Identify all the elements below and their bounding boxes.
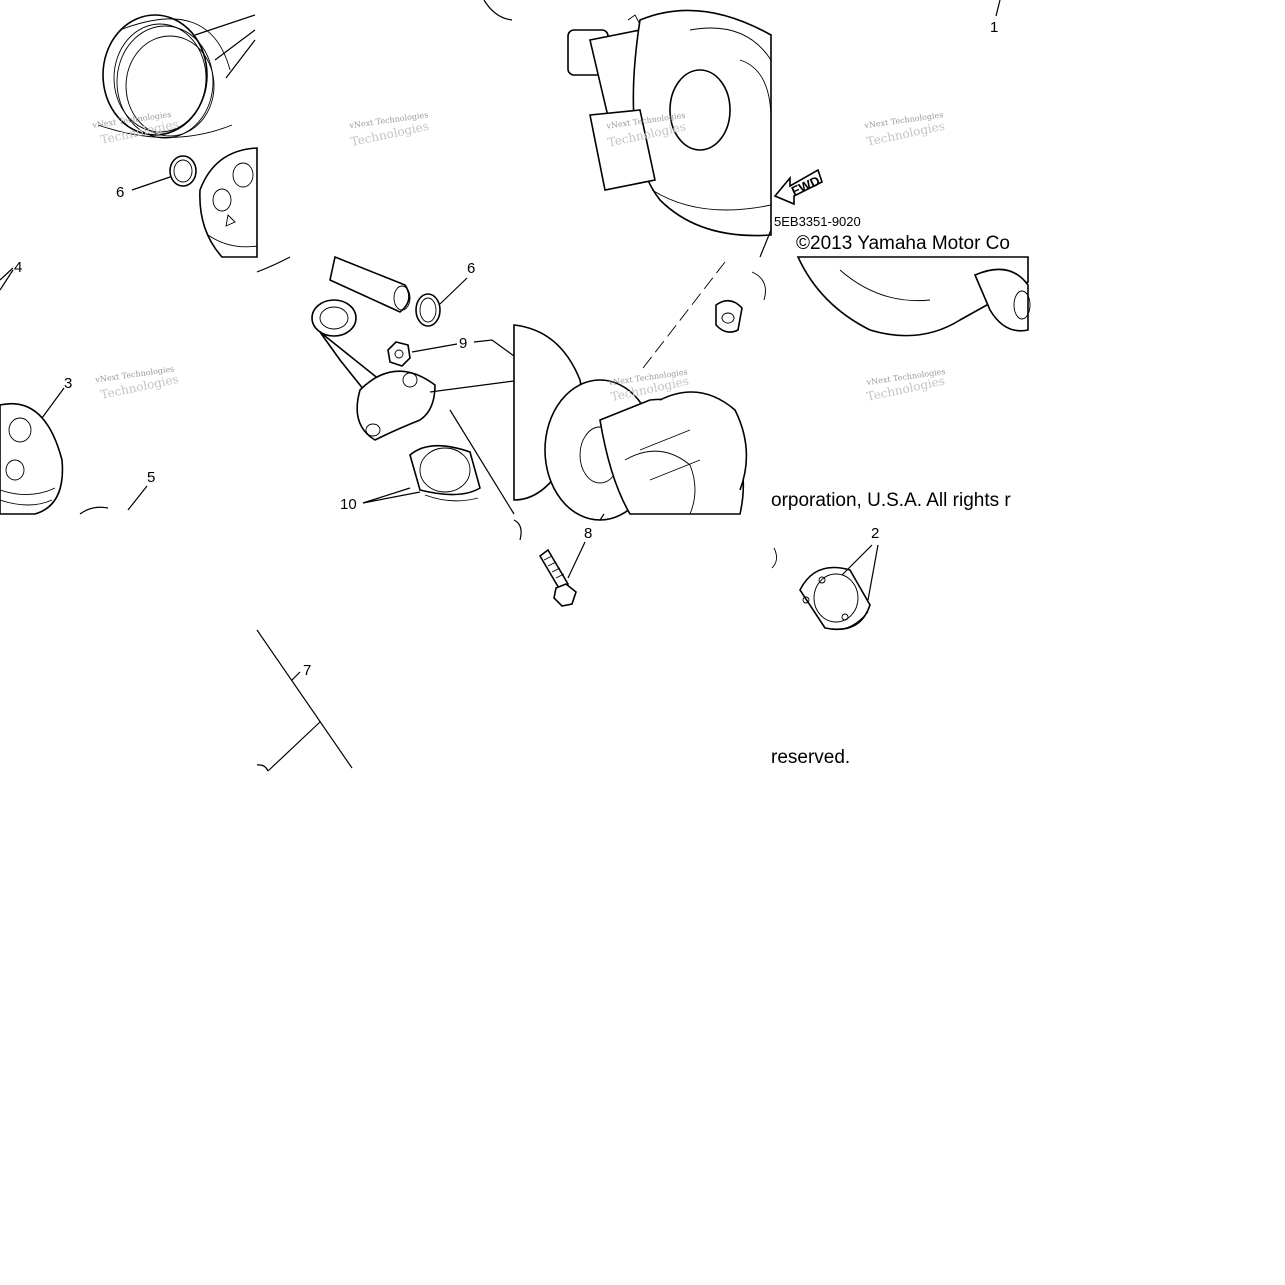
- piston-pin: [329, 255, 411, 313]
- crankshaft-tail: [796, 256, 1031, 337]
- callout-1: 1: [990, 19, 998, 36]
- piston-upper: [199, 147, 258, 258]
- main-bearing-small: [715, 271, 766, 333]
- piston-pin-clip: [169, 155, 197, 187]
- callout-7: 7: [303, 662, 311, 679]
- callout-9: 9: [459, 335, 467, 352]
- copyright-line-2: orporation, U.S.A. All rights r: [771, 490, 1011, 511]
- crankshaft-end: [567, 9, 772, 237]
- rod-nut: [387, 341, 411, 367]
- callout-4: 4: [14, 259, 22, 276]
- callout-3: 3: [64, 375, 72, 392]
- crankshaft-main: [513, 324, 748, 521]
- copyright-line-3: reserved.: [771, 747, 850, 768]
- connecting-rod: [311, 299, 436, 441]
- piston-ring-set: [97, 14, 233, 139]
- piston: [0, 403, 64, 515]
- piston-pin-clip-2: [415, 293, 441, 327]
- callout-5: 5: [147, 469, 155, 486]
- conrod-bearing: [409, 444, 481, 502]
- diagram-code: 5EB3351-9020: [774, 214, 861, 229]
- callout-10: 10: [340, 496, 357, 513]
- ring-leader-lines: [194, 14, 256, 79]
- callout-6a: 6: [116, 184, 124, 201]
- fwd-label: FWD: [789, 173, 822, 199]
- callout-2: 2: [871, 525, 879, 542]
- callout-8: 8: [584, 525, 592, 542]
- copyright-line-1: ©2013 Yamaha Motor Co: [796, 233, 1010, 254]
- main-bearing: [771, 547, 871, 631]
- crank-bolt: [538, 548, 577, 607]
- fwd-arrow: FWD: [773, 168, 823, 206]
- callout-6b: 6: [467, 260, 475, 277]
